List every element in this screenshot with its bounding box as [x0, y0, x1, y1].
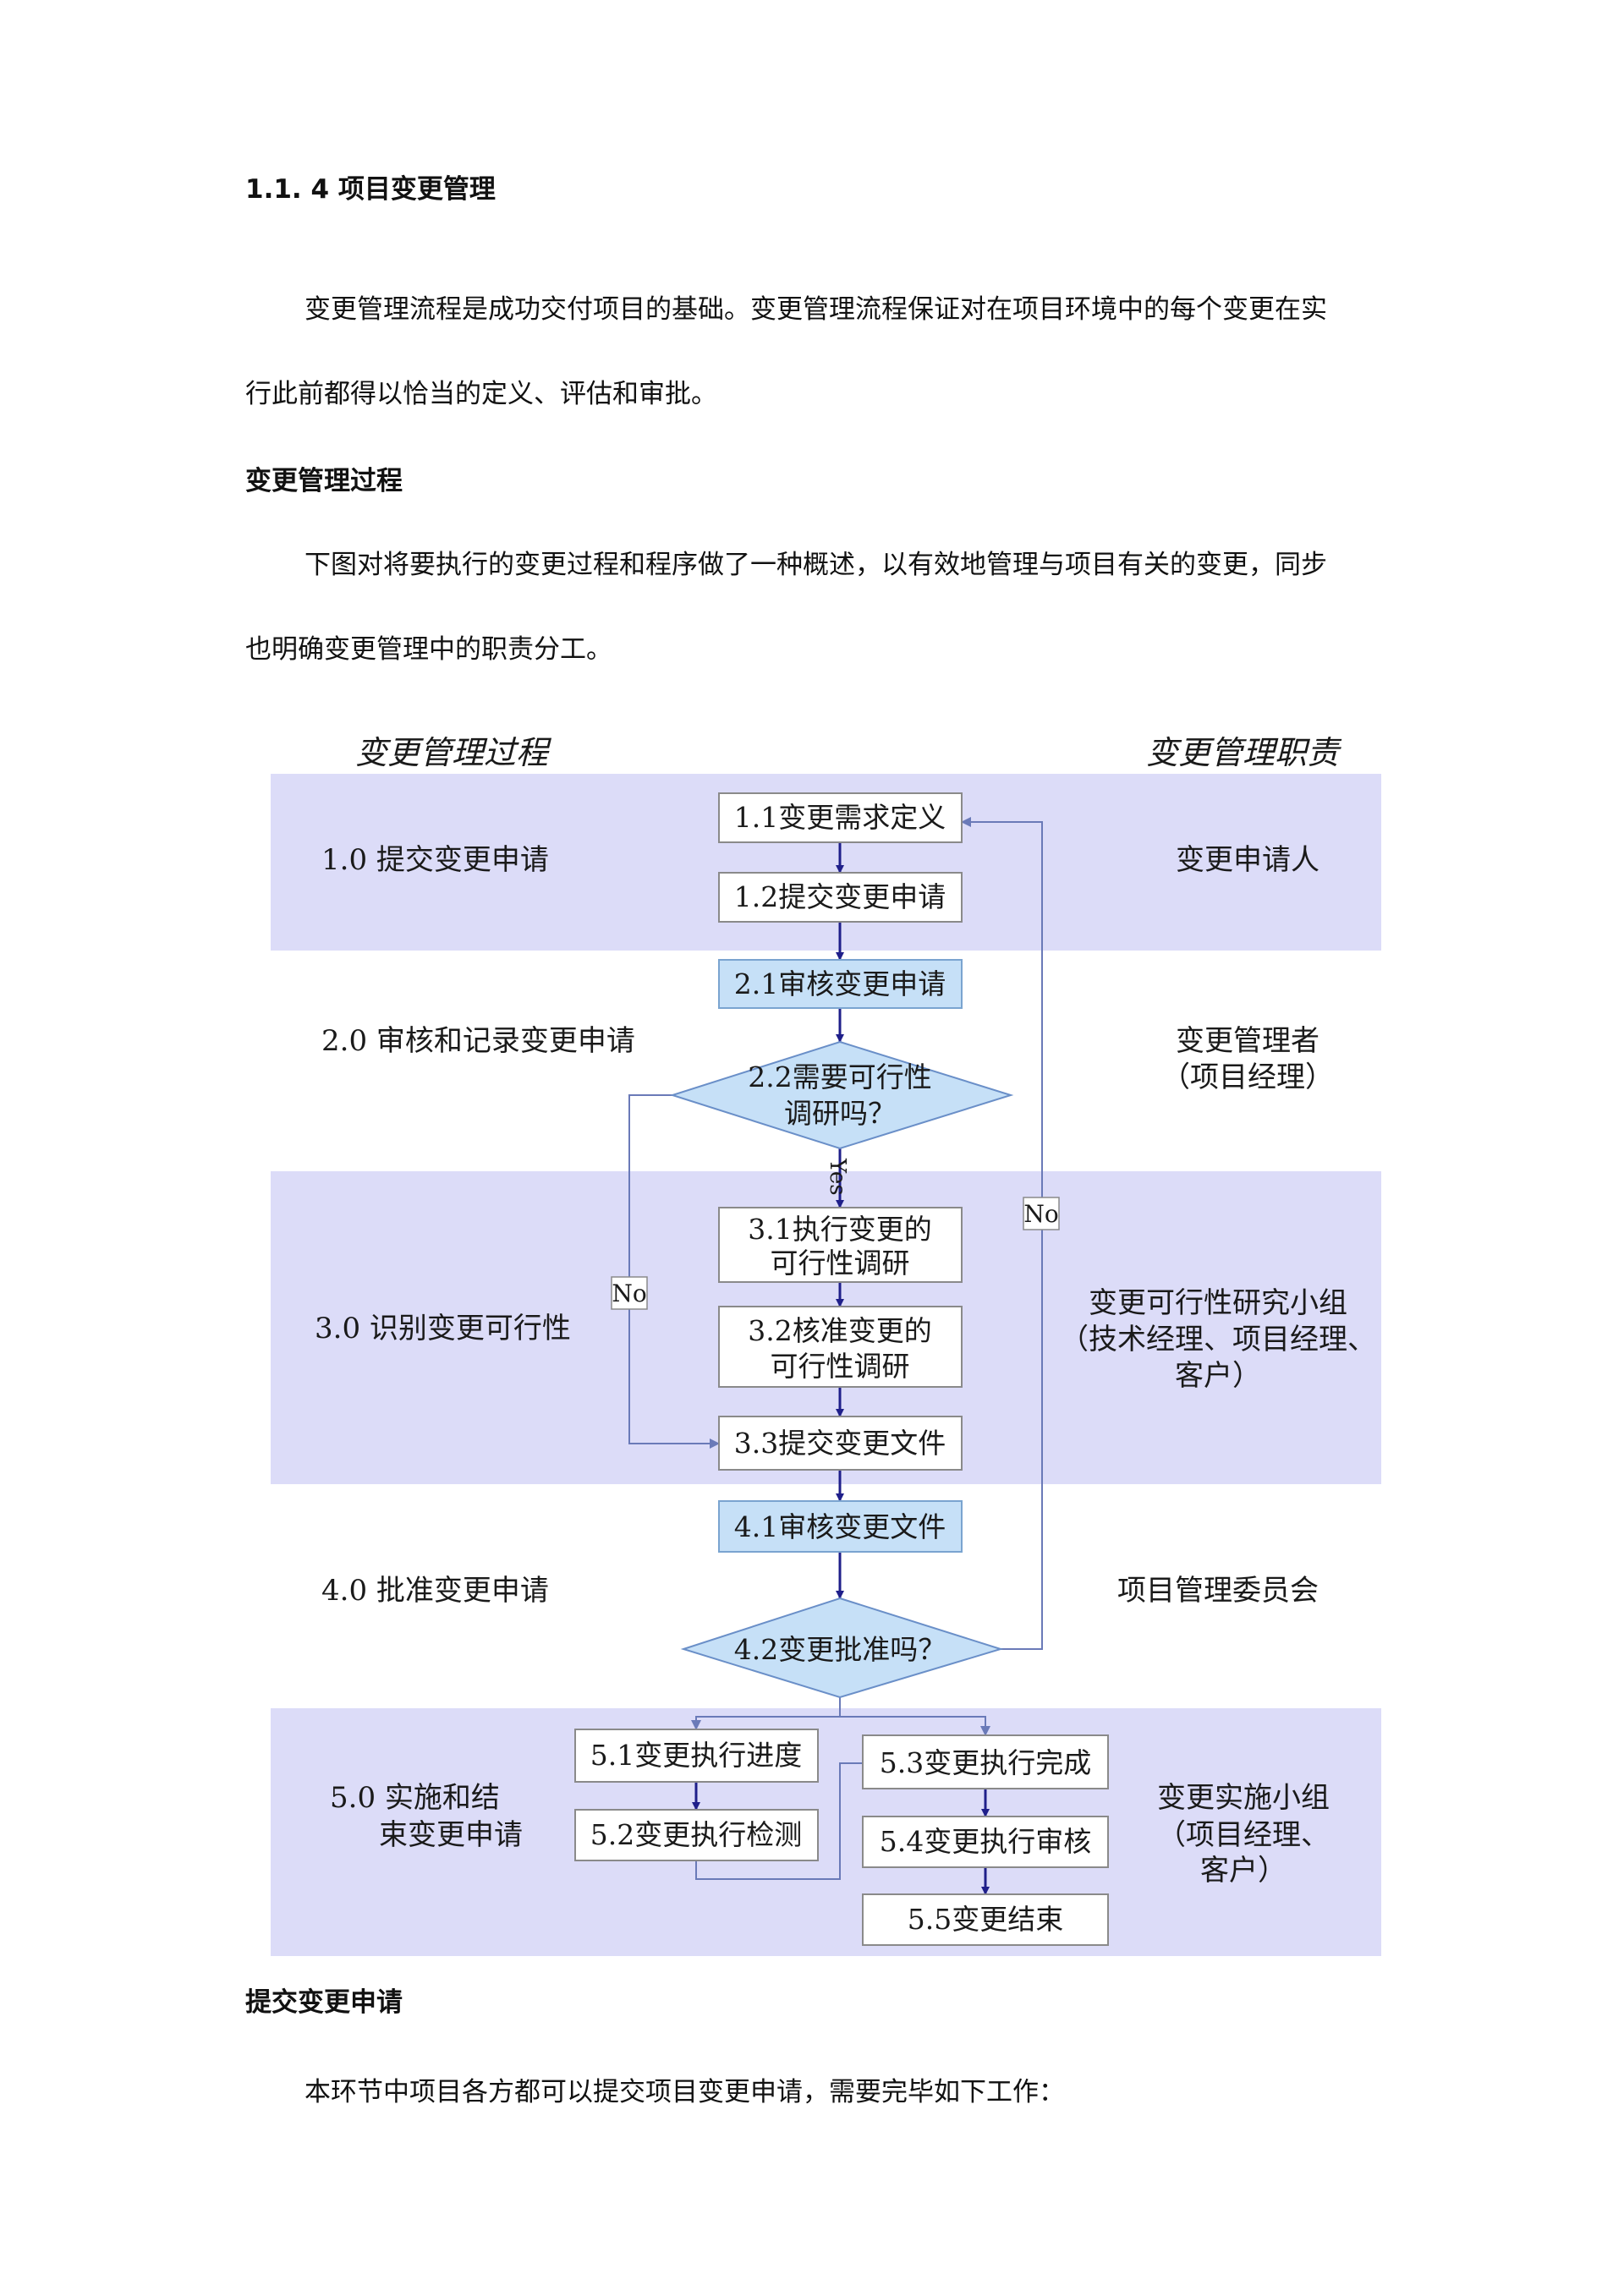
phase-label-3: 3.0 识别变更可行性 — [315, 1312, 571, 1345]
step-3-1-box — [718, 1207, 963, 1283]
yes-label: Yes — [825, 1158, 850, 1196]
phase-label-5b: 束变更申请 — [379, 1818, 523, 1852]
step-5-2-box — [574, 1809, 819, 1861]
decision-2-2-line-1: 2.2需要可行性 — [748, 1060, 931, 1093]
no-label-left-box — [611, 1276, 648, 1310]
step-5-3: 5.3变更执行完成 — [880, 1746, 1091, 1779]
decision-2-2-line-2: 调研吗？ — [784, 1097, 896, 1130]
no-label-left: No — [612, 1280, 646, 1307]
role-feasibility-group-note: （技术经理、项目经理、 — [1060, 1323, 1376, 1356]
role-feasibility-group-note-2: 客户） — [1175, 1359, 1261, 1393]
role-change-manager: 变更管理者 — [1176, 1024, 1320, 1058]
step-3-2-line-2: 可行性调研 — [771, 1350, 910, 1383]
phase-band-5 — [271, 1708, 1381, 1956]
step-5-1: 5.1变更执行进度 — [590, 1739, 802, 1772]
process-heading: 变更管理过程 — [245, 466, 403, 496]
submit-line: 本环节中项目各方都可以提交项目变更申请，需要完毕如下工作： — [304, 2077, 1065, 2107]
step-5-4: 5.4变更执行审核 — [880, 1825, 1091, 1858]
phase-label-4: 4.0 批准变更申请 — [321, 1574, 549, 1608]
phase-label-1: 1.0 提交变更申请 — [321, 843, 549, 877]
role-implementation-group-note: （项目经理、 — [1157, 1818, 1330, 1852]
step-5-4-box — [862, 1816, 1109, 1868]
step-4-1-box — [718, 1500, 963, 1553]
decision-4-2 — [680, 1597, 1004, 1699]
step-5-2: 5.2变更执行检测 — [590, 1818, 802, 1851]
step-3-3-box — [718, 1416, 963, 1471]
no-label-right: No — [1023, 1200, 1058, 1228]
left-column-title: 变更管理过程 — [355, 734, 552, 771]
step-5-1-box — [574, 1729, 819, 1783]
role-implementation-group-note-2: 客户） — [1200, 1854, 1287, 1888]
role-change-manager-note: （项目经理） — [1161, 1060, 1334, 1094]
no-label-right-box — [1023, 1197, 1060, 1230]
step-3-3: 3.3提交变更文件 — [734, 1427, 946, 1460]
step-3-1-line-1: 3.1执行变更的 — [748, 1213, 931, 1246]
phase-label-5a: 5.0 实施和结 — [330, 1781, 500, 1815]
step-3-2-line-1: 3.2核准变更的 — [748, 1314, 931, 1347]
step-5-5-box — [862, 1893, 1109, 1946]
step-5-5: 5.5变更结束 — [908, 1903, 1063, 1936]
role-committee: 项目管理委员会 — [1117, 1574, 1319, 1608]
role-requester: 变更申请人 — [1176, 843, 1320, 877]
decision-4-2-text: 4.2变更批准吗？ — [734, 1633, 946, 1666]
step-2-1-box — [718, 959, 963, 1009]
step-3-2-box — [718, 1306, 963, 1388]
step-1-2-box — [718, 872, 963, 923]
step-3-1-line-2: 可行性调研 — [771, 1247, 910, 1280]
phase-label-2: 2.0 审核和记录变更申请 — [321, 1024, 635, 1058]
right-column-title: 变更管理职责 — [1146, 734, 1342, 771]
intro-line-1: 变更管理流程是成功交付项目的基础。变更管理流程保证对在项目环境中的每个变更在实 — [304, 294, 1327, 325]
decision-2-2 — [669, 1040, 1014, 1150]
submit-heading: 提交变更申请 — [245, 1987, 403, 2018]
intro-line-2: 行此前都得以恰当的定义、评估和审批。 — [245, 379, 717, 409]
role-feasibility-group: 变更可行性研究小组 — [1089, 1286, 1347, 1320]
step-1-2: 1.2提交变更申请 — [734, 880, 946, 913]
process-line-1: 下图对将要执行的变更过程和程序做了一种概述，以有效地管理与项目有关的变更，同步 — [304, 550, 1327, 580]
step-1-1: 1.1变更需求定义 — [734, 801, 946, 834]
section-heading: 1.1. 4 项目变更管理 — [245, 174, 496, 205]
role-implementation-group: 变更实施小组 — [1157, 1781, 1330, 1815]
step-1-1-box — [718, 792, 963, 843]
step-5-3-box — [862, 1734, 1109, 1789]
process-line-2: 也明确变更管理中的职责分工。 — [245, 634, 612, 665]
step-2-1: 2.1审核变更申请 — [734, 967, 946, 1000]
step-4-1: 4.1审核变更文件 — [734, 1510, 946, 1543]
